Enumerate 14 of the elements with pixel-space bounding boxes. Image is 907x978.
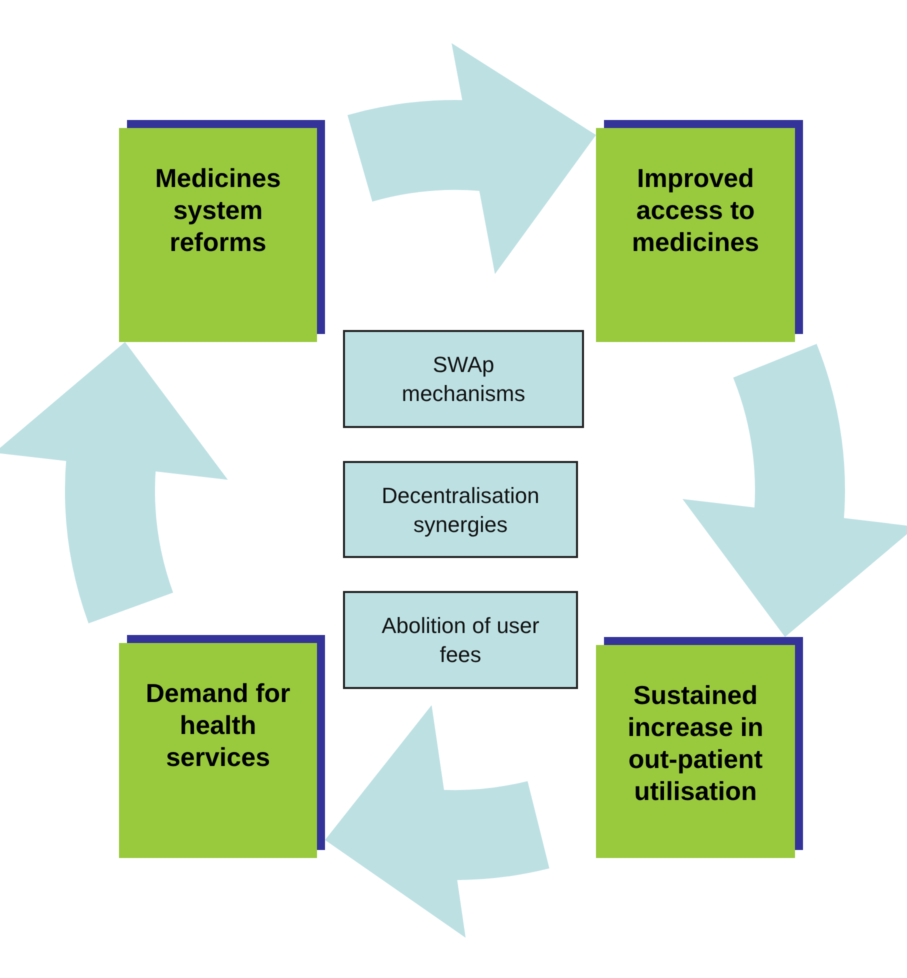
box-text: Sustained increase in out-patient utilisation [626, 679, 764, 807]
stage-box [596, 128, 795, 342]
factor-box [343, 591, 578, 689]
box-text: SWAp mechanisms [400, 351, 526, 408]
box-text: Medicines system reforms [154, 162, 282, 258]
factor-box [343, 461, 578, 558]
stage-box [119, 128, 317, 342]
box-text: Abolition of user fees [380, 612, 540, 669]
stage-box [596, 645, 795, 858]
box-text: Decentralisation synergies [380, 482, 540, 538]
factor-box [343, 330, 584, 428]
box-text: Demand for health services [144, 677, 292, 773]
stage-box [119, 643, 317, 858]
box-text: Improved access to medicines [630, 162, 760, 258]
